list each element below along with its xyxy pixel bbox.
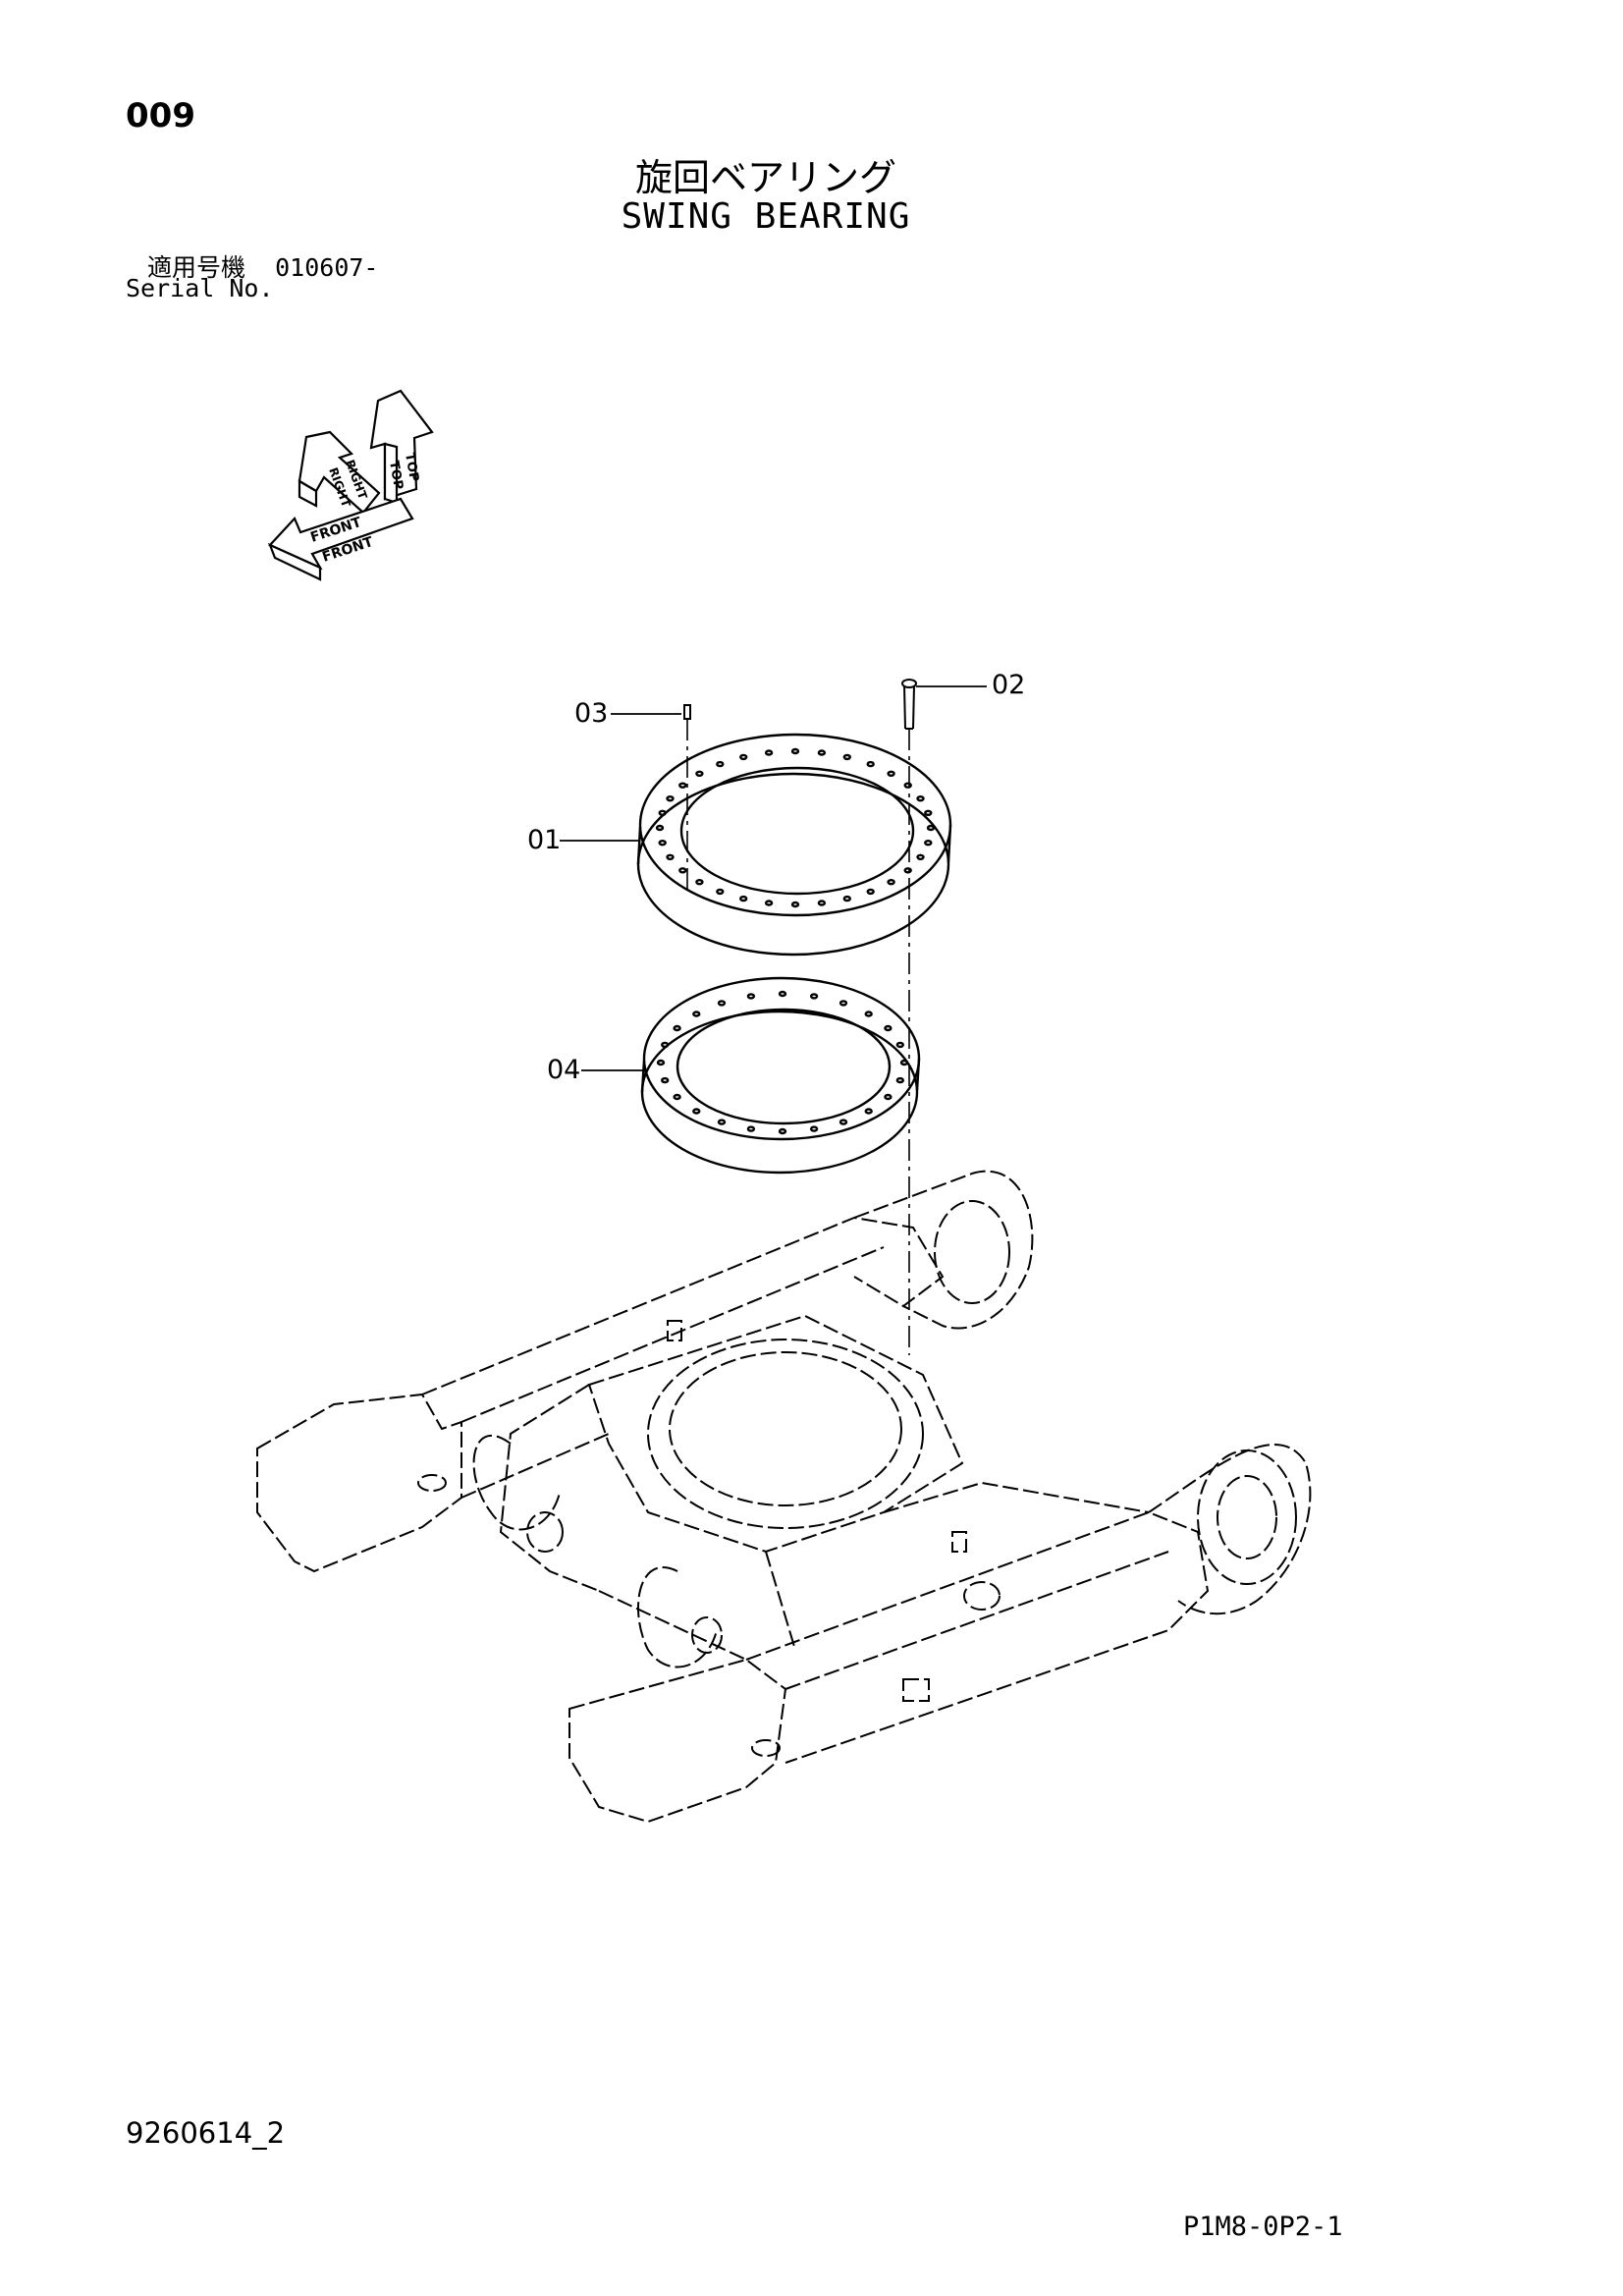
orientation-label-top: TOP [386, 460, 406, 491]
bolt-hole [884, 1024, 893, 1032]
bolt-hole [716, 888, 725, 896]
bolt-hole [666, 853, 675, 860]
bolt-hole [695, 879, 704, 886]
bolt-hole [809, 993, 819, 1000]
bolt-hole [673, 1024, 681, 1032]
top-arrow-icon: TOP TOP [369, 389, 434, 505]
bolt-hole [866, 888, 875, 896]
bolt-hole [924, 840, 933, 847]
page-number: 009 [126, 96, 195, 136]
bolt-hole [864, 1108, 873, 1115]
bolt-hole [887, 770, 895, 777]
bolt-hole [903, 782, 912, 789]
bolt-hole [866, 760, 875, 768]
bolt-hole [717, 1119, 727, 1125]
right-arrow-icon: RIGHT RIGHT [298, 430, 381, 515]
bolt-hole [678, 867, 687, 874]
spacer-ring [640, 976, 921, 1175]
bolt-hole [655, 824, 665, 832]
bolt-hole [717, 1000, 727, 1007]
bolt-hole [887, 879, 895, 886]
bolt-hole [916, 853, 925, 860]
undercarriage-frame [256, 1170, 1312, 1824]
serial-range-jp: 適用号機 010607- [147, 248, 378, 284]
bolt-hole [916, 795, 925, 802]
bolt-hole [924, 809, 933, 816]
swing-bearing-ring [636, 733, 952, 957]
bolt-hole [666, 795, 675, 802]
bolt-hole [658, 840, 667, 847]
bolt-hole [658, 809, 667, 816]
bolt-hole [778, 1127, 787, 1135]
title-english: SWING BEARING [621, 196, 911, 237]
bolt-hole [839, 1000, 848, 1007]
bolt-hole [790, 901, 800, 908]
bolt-hole [895, 1076, 904, 1084]
front-arrow-icon: FRONT FRONT [268, 497, 414, 581]
bolt-hole [661, 1076, 670, 1084]
callout-02: 02 [992, 670, 1026, 700]
bolt-hole [778, 990, 787, 998]
bolt-hole [661, 1041, 670, 1049]
bolt-hole [884, 1093, 893, 1101]
serial-label-en: Serial No. [126, 274, 274, 302]
callout-03: 03 [574, 698, 609, 729]
bolt-hole [899, 1059, 909, 1066]
bolt-hole [739, 895, 748, 902]
bolt-hole [739, 753, 748, 761]
bolt-hole [692, 1011, 701, 1017]
bolt-part [901, 679, 917, 730]
bolt-hole [764, 900, 774, 906]
bolt-hole [842, 895, 851, 902]
bolt-hole [656, 1059, 666, 1066]
bolt-hole [809, 1125, 819, 1132]
bolt-hole [895, 1041, 904, 1049]
bolt-hole [746, 1125, 756, 1132]
bolt-hole [903, 867, 912, 874]
pin-part [683, 704, 691, 720]
bolt-hole [926, 824, 936, 832]
serial-value: 010607- [275, 253, 379, 282]
bolt-hole [746, 993, 756, 1000]
title-japanese: 旋回ベアリング [634, 156, 896, 199]
bolt-hole [839, 1119, 848, 1125]
bolt-hole [864, 1011, 873, 1017]
callout-04: 04 [547, 1055, 581, 1085]
bolt-hole [764, 749, 774, 756]
serial-label-jp: 適用号機 [147, 253, 246, 282]
sheet-code: P1M8-0P2-1 [1183, 2212, 1343, 2242]
orientation-indicator: TOP TOP RIGHT RIGHT FRONT FRONT [268, 389, 434, 581]
leader-lines [560, 685, 987, 1071]
drawing-number: 9260614_2 [126, 2116, 286, 2150]
bolt-hole [790, 747, 800, 755]
bolt-hole [673, 1093, 681, 1101]
bolt-hole [817, 900, 827, 906]
bolt-hole [678, 782, 687, 789]
bolt-hole [695, 770, 704, 777]
bolt-hole [842, 753, 851, 761]
callout-01: 01 [527, 825, 562, 855]
bolt-hole [817, 749, 827, 756]
orientation-label-top-2: TOP [402, 452, 421, 483]
bolt-hole [716, 760, 725, 768]
bolt-hole [692, 1108, 701, 1115]
